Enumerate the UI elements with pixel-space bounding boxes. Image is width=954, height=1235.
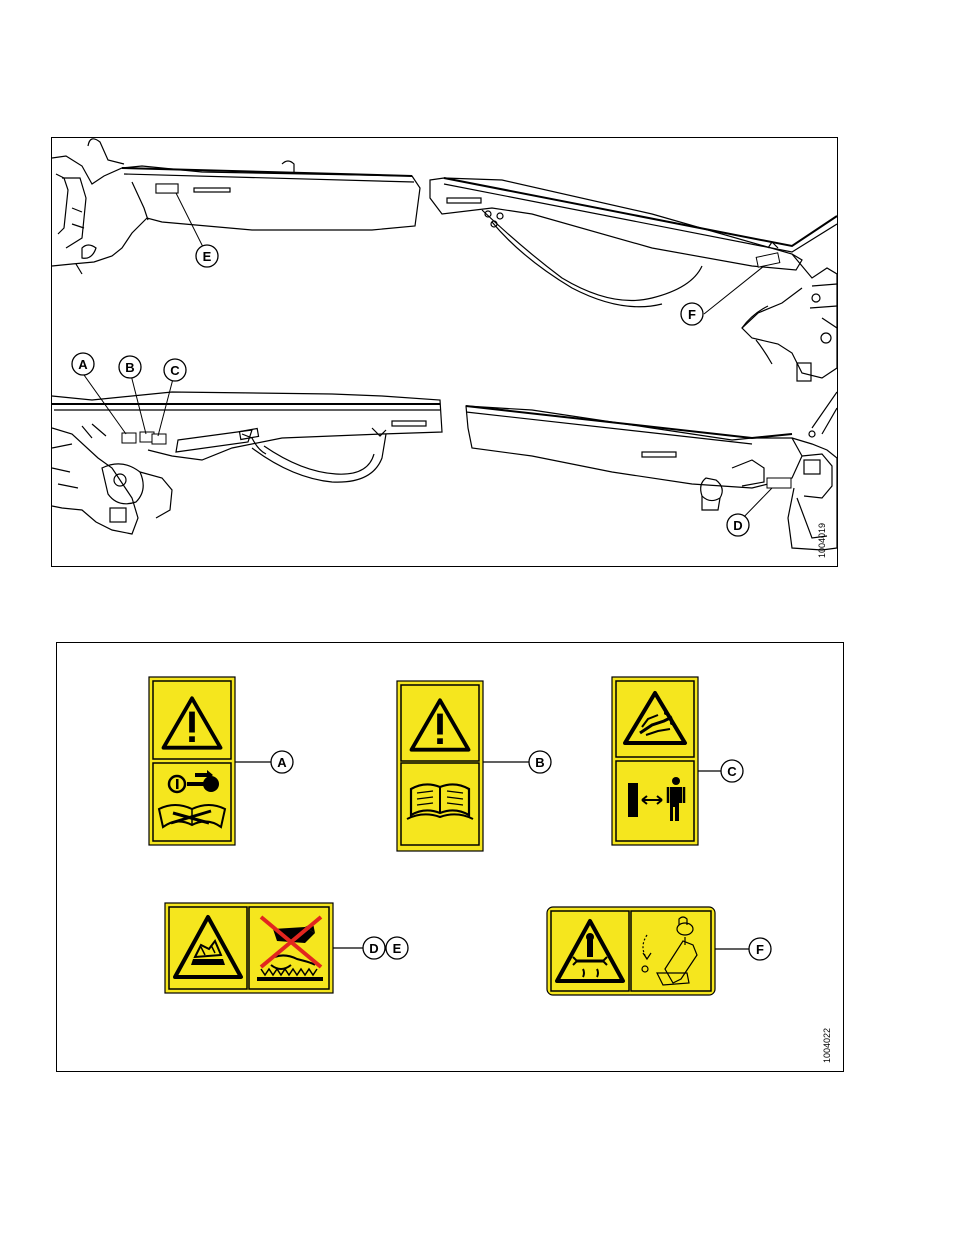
decal-b — [397, 681, 483, 851]
figure-id-frame: 1004019 — [817, 523, 827, 558]
callout-d: D — [727, 514, 749, 536]
leader-f — [704, 266, 764, 314]
decal-a — [149, 677, 235, 845]
frame-decal-e — [156, 184, 178, 193]
callout-c: C — [164, 359, 186, 381]
callout-a-label: A — [78, 357, 88, 372]
frame-decal-a — [122, 433, 136, 443]
callout-b-label: B — [125, 360, 134, 375]
callout-f-label: F — [688, 307, 696, 322]
callout-e-decal: E — [386, 937, 408, 959]
callout-e-decal-label: E — [393, 941, 402, 956]
decal-d-e — [165, 903, 333, 993]
frame-decal-f — [756, 253, 780, 267]
callout-f-decal-label: F — [756, 942, 764, 957]
callout-a-decal: A — [271, 751, 293, 773]
figure-id-decals: 1004022 — [822, 1028, 832, 1063]
upper-left-beam — [52, 139, 420, 274]
callout-c-decal: C — [721, 760, 743, 782]
upper-right-beam — [430, 178, 837, 381]
callout-a-decal-label: A — [277, 755, 287, 770]
frame-decal-d — [767, 478, 791, 488]
frame-illustration: E F A B C D 1004019 — [52, 138, 837, 566]
decals-illustration: A B — [57, 643, 843, 1071]
callout-b-decal-label: B — [535, 755, 544, 770]
leader-c — [158, 375, 174, 436]
callout-d-label: D — [733, 518, 742, 533]
callout-e-label: E — [203, 249, 212, 264]
callout-c-decal-label: C — [727, 764, 737, 779]
callout-e: E — [196, 245, 218, 267]
callout-f: F — [681, 303, 703, 325]
lower-right-beam — [466, 392, 837, 550]
callout-d-decal-label: D — [369, 941, 378, 956]
frame-illustration-panel: E F A B C D 1004019 — [51, 137, 838, 567]
callout-b: B — [119, 356, 141, 378]
callout-d-decal: D — [363, 937, 385, 959]
lower-left-beam — [52, 392, 442, 534]
callout-c-label: C — [170, 363, 180, 378]
callout-f-decal: F — [749, 938, 771, 960]
decal-f — [547, 907, 715, 995]
decals-panel: A B — [56, 642, 844, 1072]
frame-decal-c — [152, 434, 166, 444]
decal-c — [612, 677, 698, 845]
callout-a: A — [72, 353, 94, 375]
callout-b-decal: B — [529, 751, 551, 773]
